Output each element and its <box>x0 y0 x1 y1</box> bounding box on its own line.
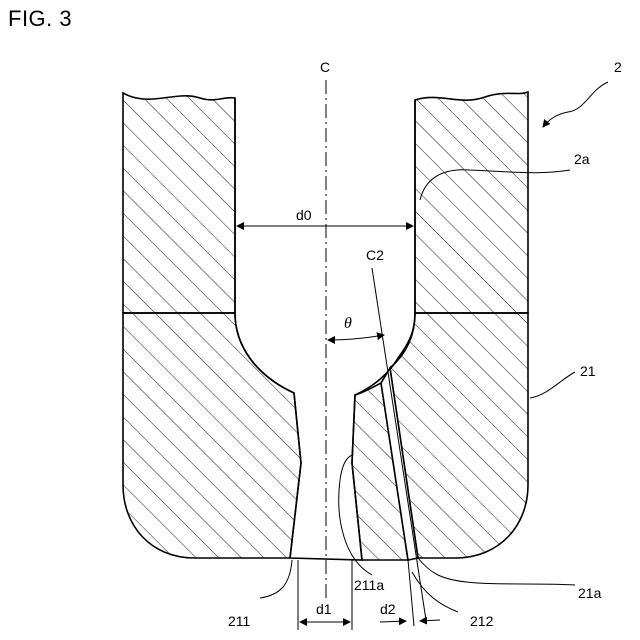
left-upper-wall <box>123 93 235 313</box>
angle-arc <box>328 335 384 340</box>
label-hole-surface: 211a <box>354 577 384 593</box>
d2-extension-left <box>408 560 414 626</box>
label-outer-face: 21a <box>578 585 602 601</box>
label-hole-211: 211 <box>228 613 251 629</box>
leader-21a <box>418 558 575 585</box>
label-inner-wall: 2a <box>574 151 590 167</box>
label-part-21: 21 <box>580 363 596 379</box>
left-nozzle-body <box>123 313 301 558</box>
label-d0: d0 <box>296 207 312 223</box>
label-d1: d1 <box>316 601 332 617</box>
leader-211 <box>260 560 292 598</box>
label-part-2: 2 <box>614 59 622 75</box>
leader-21 <box>530 372 575 398</box>
label-d2: d2 <box>380 601 396 617</box>
d2-dimension-line <box>380 621 406 622</box>
label-c2: C2 <box>366 247 384 263</box>
right-upper-wall <box>415 92 528 313</box>
label-hole-212: 212 <box>470 613 494 629</box>
leader-2 <box>543 82 608 127</box>
d2-dimension-line-right <box>420 620 440 621</box>
label-center-axis: C <box>320 59 330 75</box>
label-theta: θ <box>344 315 352 332</box>
leader-212 <box>412 572 458 612</box>
